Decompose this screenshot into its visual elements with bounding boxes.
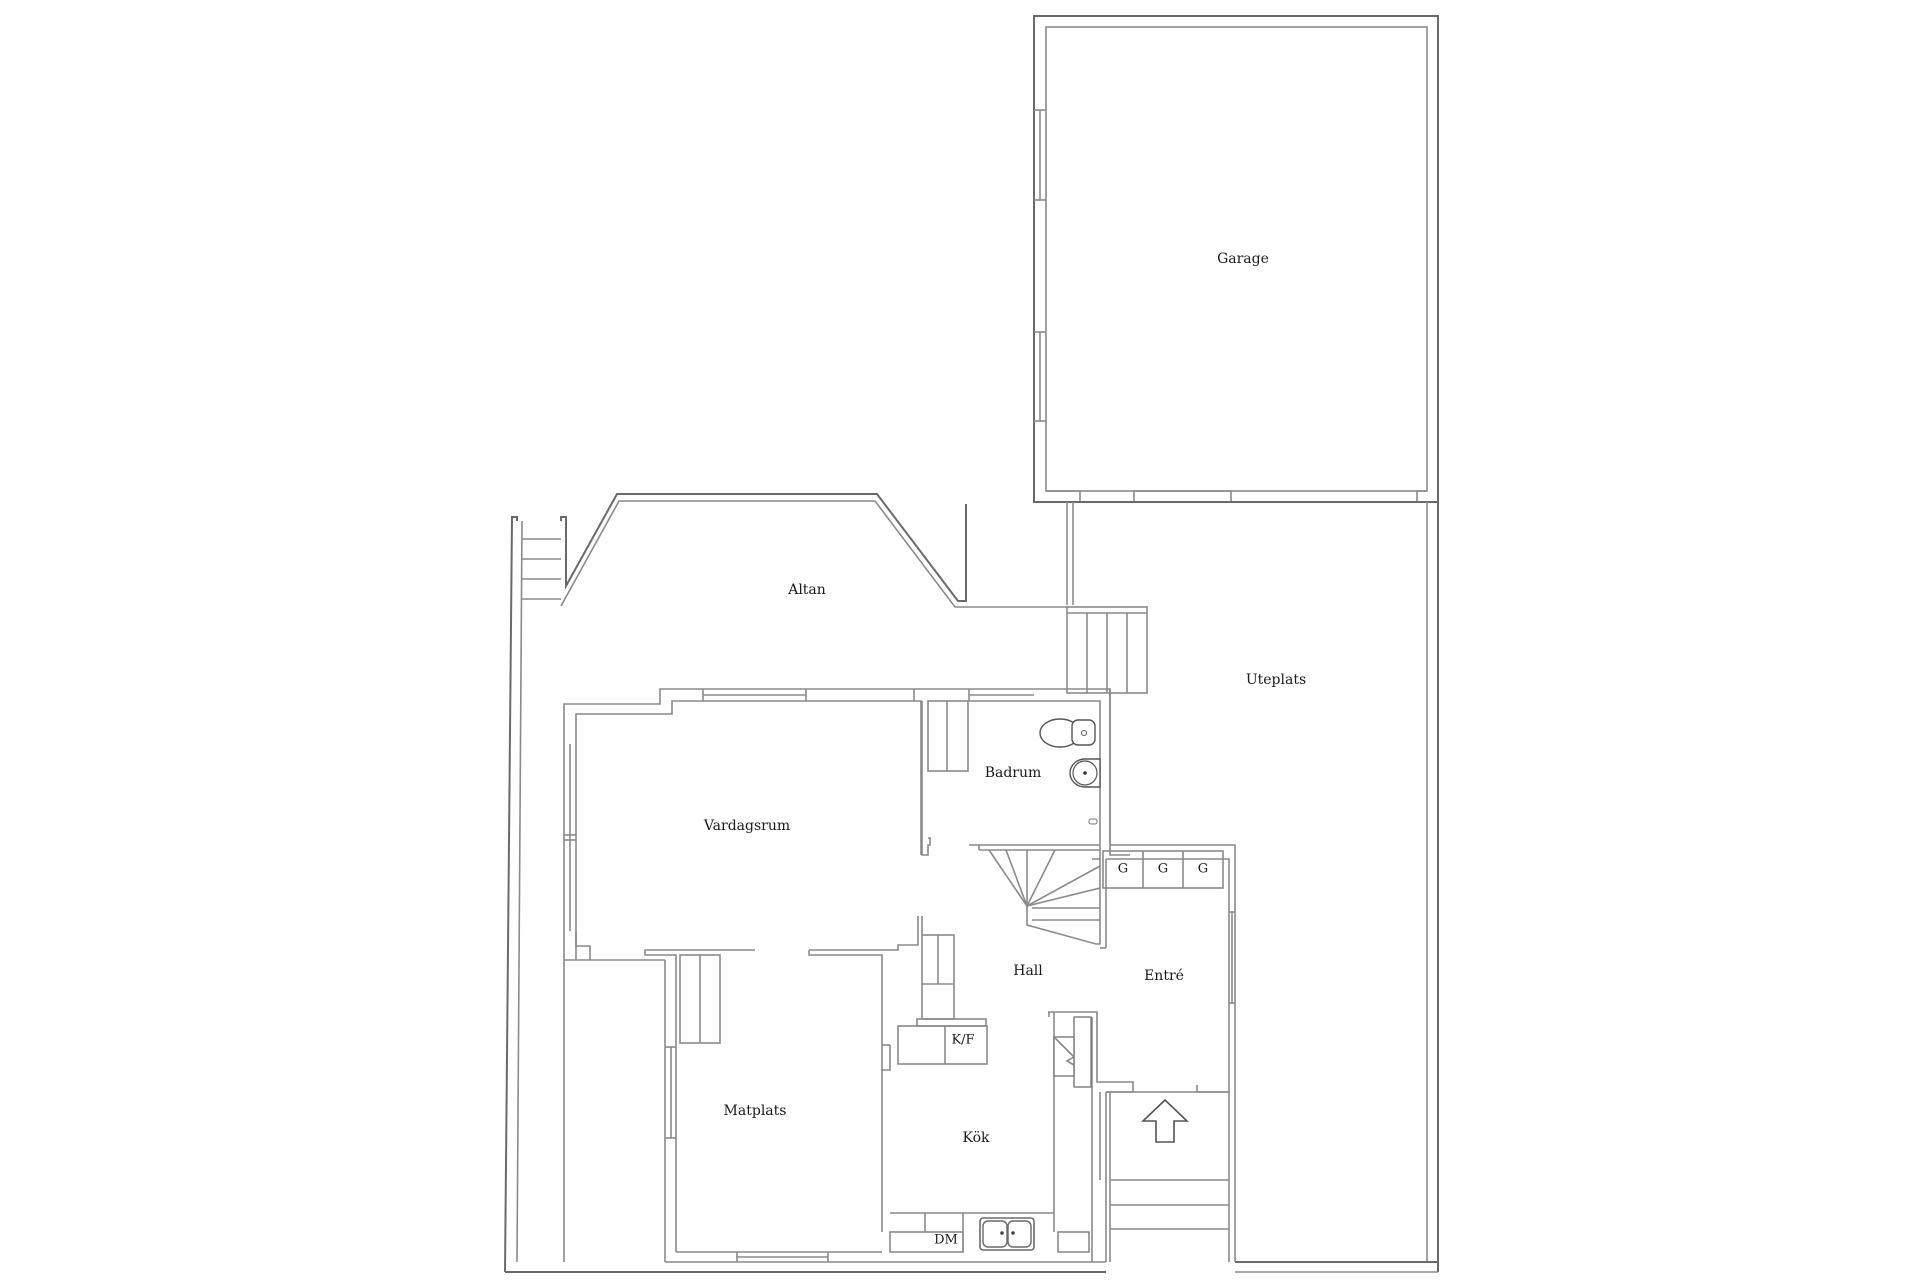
entrance-porch [1109, 1092, 1230, 1262]
kitchen-fixtures [889, 1016, 1092, 1253]
interior-walls [808, 700, 1098, 1262]
fridge-unit [1073, 1016, 1092, 1088]
matplats-shelf [679, 954, 721, 1044]
label-dm: DM [934, 1233, 958, 1248]
altan-right-steps [1066, 606, 1148, 694]
altan-deck-boundary [504, 493, 1106, 1273]
label-kok: Kök [963, 1130, 991, 1146]
label-vardagsrum: Vardagsrum [703, 818, 790, 834]
garage-walls [1033, 15, 1439, 503]
hall-stairs [978, 845, 1107, 949]
entre-walls [1096, 844, 1236, 1262]
toilet-icon [1039, 718, 1096, 748]
label-g1: G [1118, 862, 1128, 877]
label-g2: G [1158, 862, 1168, 877]
oven-unit [1053, 1036, 1075, 1077]
label-uteplats: Uteplats [1246, 672, 1306, 688]
badrum-walls [969, 689, 1130, 860]
label-entre: Entré [1144, 968, 1184, 984]
label-hall: Hall [1013, 963, 1043, 979]
label-g3: G [1198, 862, 1208, 877]
label-kf: K/F [951, 1033, 974, 1048]
drain-icon [1088, 818, 1098, 825]
entrance-arrow-icon [1141, 1098, 1189, 1143]
washbasin-icon [1069, 758, 1101, 788]
label-matplats: Matplats [724, 1103, 787, 1119]
label-garage: Garage [1217, 251, 1269, 267]
label-altan: Altan [787, 582, 826, 598]
label-badrum: Badrum [985, 765, 1042, 781]
uteplats-boundary [1066, 502, 1439, 1273]
room-labels: Garage Altan Uteplats Badrum Vardagsrum … [703, 251, 1306, 1146]
fixture-labels: K/F DM G G G [934, 862, 1208, 1248]
sink-icon [979, 1217, 1035, 1251]
